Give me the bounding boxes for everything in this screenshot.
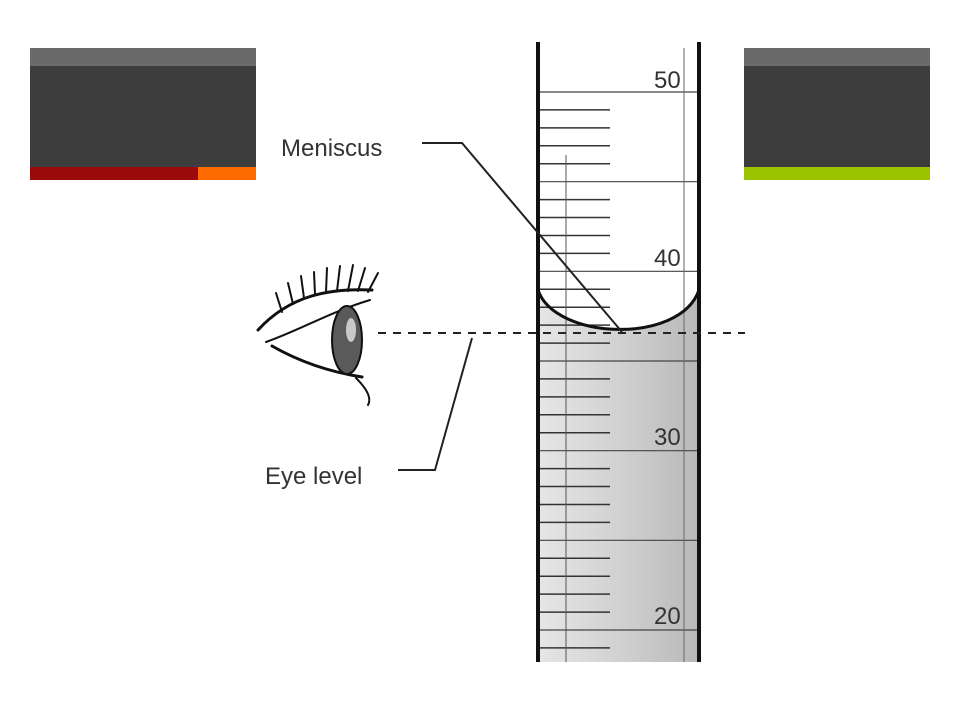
- scale-label-40: 40: [654, 245, 681, 272]
- eye-level-pointer: [398, 337, 473, 471]
- scale-label-30: 30: [654, 424, 681, 451]
- decor-accent-red: [30, 167, 198, 180]
- decor-panel-right-body: [744, 66, 930, 167]
- meniscus-curve: [536, 289, 701, 331]
- decor-panel-left: [30, 48, 256, 180]
- meniscus-label: Meniscus: [281, 135, 382, 162]
- eye-level-label: Eye level: [265, 463, 362, 490]
- decor-panel-left-body: [30, 66, 256, 167]
- decor-panel-right: [744, 48, 930, 180]
- eye-icon: [256, 264, 379, 406]
- liquid-column: [538, 290, 699, 662]
- decor-panel-left-top: [30, 48, 256, 66]
- decor-panel-right-top: [744, 48, 930, 66]
- decor-accent-orange: [198, 167, 256, 180]
- decor-accent-green: [744, 167, 930, 180]
- scale-label-20: 20: [654, 603, 681, 630]
- scale-label-50: 50: [654, 67, 681, 94]
- graduation-ticks: [540, 91, 697, 662]
- meniscus-pointer: [422, 142, 623, 333]
